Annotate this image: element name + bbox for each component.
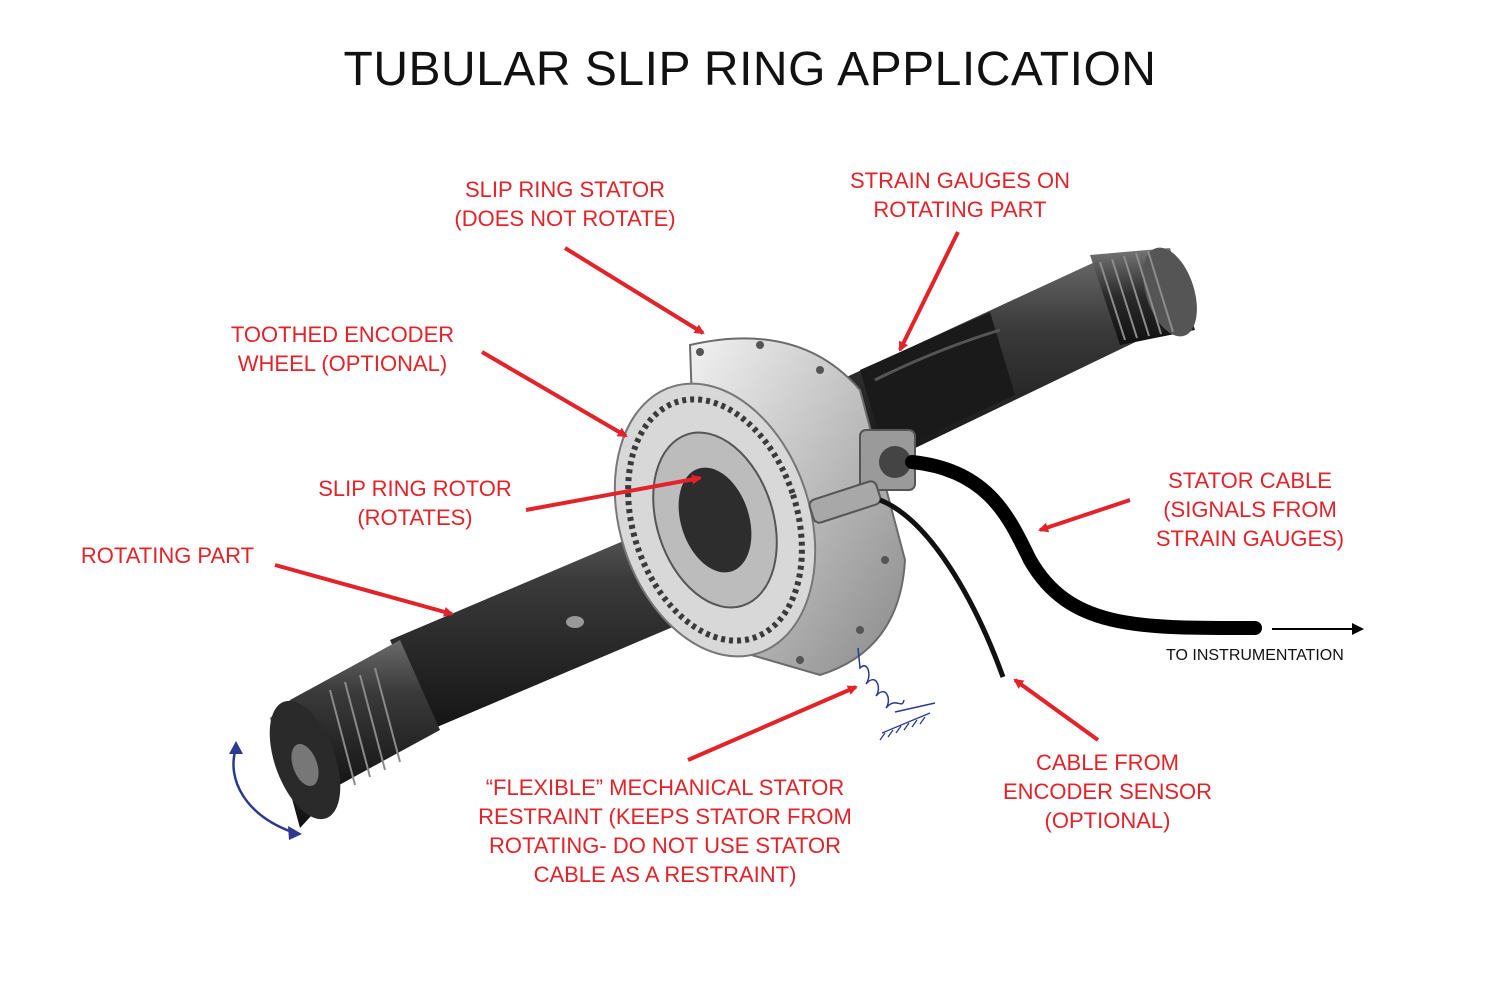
arrow-rotor xyxy=(525,474,702,512)
label-rotor: SLIP RING ROTOR (ROTATES) xyxy=(318,476,512,530)
rotation-arrow-icon xyxy=(229,741,302,840)
spring-restraint-icon xyxy=(857,647,936,713)
label-strain-gauges: STRAIN GAUGES ON ROTATING PART xyxy=(849,168,1071,222)
label-restraint: “FLEXIBLE” MECHANICAL STATOR RESTRAINT (… xyxy=(478,775,852,887)
label-rotating-part: ROTATING PART xyxy=(80,543,255,568)
label-stator-cable: STATOR CABLE (SIGNALS FROM STRAIN GAUGES… xyxy=(1155,468,1345,551)
arrow-rotating-part xyxy=(274,563,454,617)
arrow-encoder-wheel xyxy=(480,350,628,438)
arrow-stator xyxy=(563,246,705,335)
encoder-cable xyxy=(879,497,1006,678)
upper-shaft xyxy=(840,247,1197,465)
label-encoder-cable: CABLE FROM ENCODER SENSOR (OPTIONAL) xyxy=(1002,750,1213,833)
arrow-restraint xyxy=(687,685,858,762)
page-title: TUBULAR SLIP RING APPLICATION xyxy=(343,43,1157,96)
slip-ring-housing xyxy=(613,337,916,677)
ground-hatch-icon xyxy=(879,712,931,741)
arrow-stator-cable xyxy=(1038,498,1131,533)
arrow-strain-gauges xyxy=(898,231,960,352)
callout-arrows xyxy=(274,231,1131,762)
label-encoder-wheel: TOOTHED ENCODER WHEEL (OPTIONAL) xyxy=(230,322,455,376)
label-to-instrumentation: TO INSTRUMENTATION xyxy=(1166,647,1344,664)
label-stator: SLIP RING STATOR (DOES NOT ROTATE) xyxy=(454,177,676,231)
stator-cable xyxy=(905,455,1262,636)
arrow-encoder-cable xyxy=(1013,678,1100,742)
